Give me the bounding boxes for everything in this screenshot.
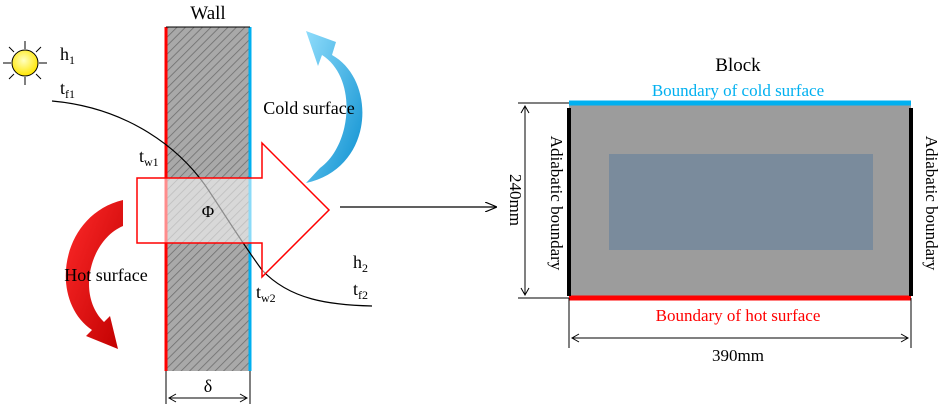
cold-surface-arrow-icon	[306, 31, 363, 183]
width-dimension	[568, 298, 912, 348]
heat-flux-arrow	[136, 141, 331, 279]
delta-label: δ	[204, 376, 212, 396]
height-dimension	[518, 102, 569, 299]
tf2-label: tf2	[353, 279, 368, 302]
width-label: 390mm	[712, 346, 764, 365]
delta-dimension	[165, 371, 251, 404]
tw1-label: tw1	[139, 146, 159, 169]
hot-surface-label: Hot surface	[64, 265, 147, 285]
cold-boundary-label: Boundary of cold surface	[652, 81, 824, 100]
h1-label: h1	[60, 44, 75, 67]
tw2-label: tw2	[256, 282, 276, 305]
hot-boundary-label: Boundary of hot surface	[656, 306, 821, 325]
wall-title: Wall	[190, 3, 225, 24]
right-adiabatic-label: Adiabatic boundary	[922, 136, 941, 271]
cold-surface-label: Cold surface	[263, 98, 354, 118]
tf1-label: tf1	[60, 78, 75, 101]
left-adiabatic-label: Adiabatic boundary	[547, 136, 566, 271]
height-label: 240mm	[506, 174, 525, 226]
h2-label: h2	[353, 252, 368, 275]
block-title: Block	[715, 55, 761, 76]
block-inner-region	[609, 154, 873, 250]
hot-surface-arrow-icon	[65, 200, 123, 349]
sun-icon	[3, 41, 47, 85]
heat-flux-symbol: Φ	[202, 202, 214, 221]
